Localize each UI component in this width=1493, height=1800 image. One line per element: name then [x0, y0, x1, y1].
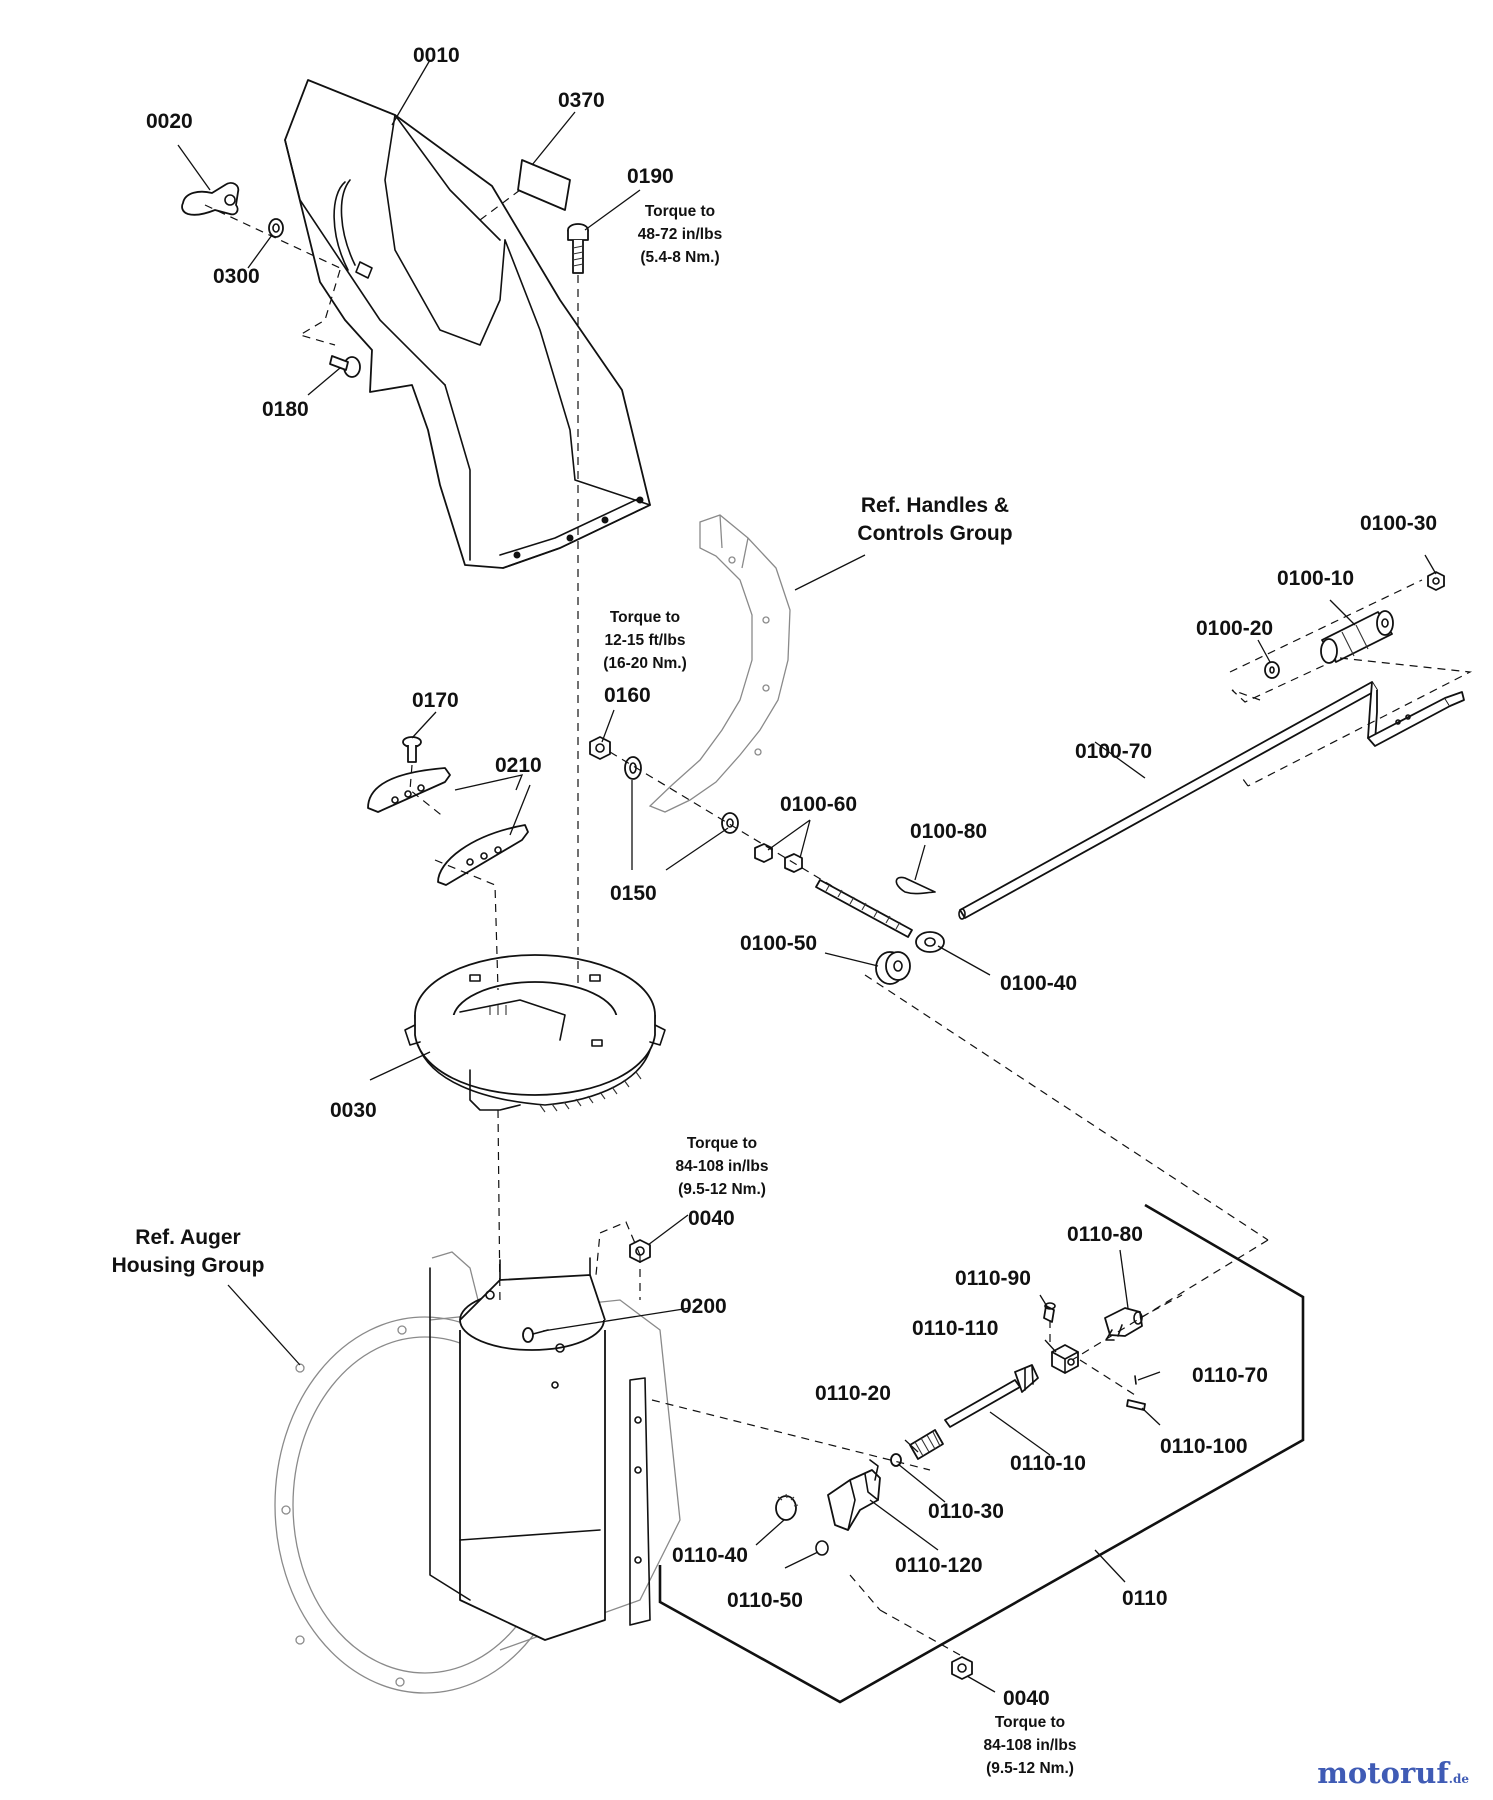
latch-bracket-0110-120 — [827, 1459, 881, 1531]
bolt-0180 — [329, 355, 361, 378]
bolt-0170 — [402, 736, 422, 763]
label-0040-upper: 0040 — [688, 1207, 735, 1230]
label-0100-60: 0100-60 — [780, 793, 857, 816]
label-0030: 0030 — [330, 1099, 377, 1122]
washer-0300 — [268, 218, 284, 238]
label-0110-50: 0110-50 — [727, 1589, 803, 1612]
spring-0110-20 — [909, 1429, 944, 1460]
label-0100-80: 0100-80 — [910, 820, 987, 843]
discharge-chute — [284, 79, 651, 569]
label-0100-40: 0100-40 — [1000, 972, 1077, 995]
nut-0160 — [589, 736, 611, 760]
svg-text:12-15 ft/lbs: 12-15 ft/lbs — [605, 632, 686, 649]
clevis-rod-0110-10 — [944, 1364, 1039, 1428]
torque-note-0160: Torque to 12-15 ft/lbs (16-20 Nm.) — [603, 609, 687, 672]
nut-0040-upper — [629, 1239, 651, 1263]
label-0020: 0020 — [146, 110, 193, 133]
bolt-0190 — [567, 223, 589, 274]
decal-0370 — [517, 159, 571, 211]
label-0010: 0010 — [413, 44, 460, 67]
torque-note-0040-upper: Torque to 84-108 in/lbs (9.5-12 Nm.) — [675, 1135, 768, 1198]
label-0110-90: 0110-90 — [955, 1267, 1031, 1290]
washer-nuts-0100-60 — [721, 812, 803, 873]
chute-support-housing — [429, 1257, 651, 1641]
washer-0110-30 — [890, 1453, 902, 1467]
label-0300: 0300 — [213, 265, 260, 288]
crank-rod-0100-70 — [958, 681, 1465, 920]
svg-text:Torque to: Torque to — [645, 203, 715, 220]
grip-0100-10 — [1320, 610, 1394, 664]
pin-0110-90 — [1043, 1302, 1056, 1323]
label-0040-lower: 0040 — [1003, 1687, 1050, 1710]
label-0200: 0200 — [680, 1295, 727, 1318]
group-bracket-0110 — [658, 1203, 1305, 1704]
svg-text:Housing Group: Housing Group — [112, 1254, 265, 1277]
leader-lines — [177, 59, 1437, 1693]
ring-0110-50 — [815, 1540, 829, 1556]
nut-0100-30 — [1427, 571, 1445, 591]
ref-handles-controls-group: Ref. Handles & Controls Group — [857, 494, 1012, 545]
svg-text:(9.5-12 Nm.): (9.5-12 Nm.) — [678, 1181, 766, 1198]
label-0210: 0210 — [495, 754, 542, 777]
svg-text:(9.5-12 Nm.): (9.5-12 Nm.) — [986, 1760, 1074, 1777]
svg-text:(16-20 Nm.): (16-20 Nm.) — [603, 655, 687, 672]
knob-0020 — [181, 182, 240, 216]
torque-note-0190: Torque to 48-72 in/lbs (5.4-8 Nm.) — [638, 203, 722, 266]
pivot-block-0110-110 — [1051, 1344, 1079, 1374]
label-0110-70: 0110-70 — [1192, 1364, 1268, 1387]
torque-note-0040-lower: Torque to 84-108 in/lbs (9.5-12 Nm.) — [983, 1714, 1076, 1777]
label-0110-10: 0110-10 — [1010, 1452, 1086, 1475]
svg-text:Torque to: Torque to — [610, 609, 680, 626]
assembly-lines — [204, 189, 1473, 1656]
washer-0150 — [624, 756, 642, 780]
handle-ghost — [648, 514, 791, 813]
label-0110-30: 0110-30 — [928, 1500, 1004, 1523]
svg-text:Torque to: Torque to — [687, 1135, 757, 1152]
svg-text:84-108 in/lbs: 84-108 in/lbs — [675, 1158, 768, 1175]
pin-0110-70 — [1134, 1375, 1137, 1385]
label-0150: 0150 — [610, 882, 657, 905]
svg-text:Torque to: Torque to — [995, 1714, 1065, 1731]
chute-rotator-ring-0030 — [404, 954, 666, 1113]
eyebolt-0100-40 — [815, 879, 945, 953]
part-labels: 0010 0020 0370 0190 0300 0180 0170 0210 … — [146, 44, 1437, 1710]
label-0110-100: 0110-100 — [1160, 1435, 1248, 1458]
bushing-0100-50 — [875, 951, 911, 985]
label-0100-10: 0100-10 — [1277, 567, 1354, 590]
label-0110-110: 0110-110 — [912, 1317, 998, 1340]
svg-text:Ref. Handles &: Ref. Handles & — [861, 494, 1009, 517]
gear-0110-40 — [775, 1493, 799, 1521]
ref-auger-housing-group: Ref. Auger Housing Group — [112, 1226, 265, 1277]
label-0170: 0170 — [412, 689, 459, 712]
label-0110-20: 0110-20 — [815, 1382, 891, 1405]
motoruf-watermark: motoruf.de — [1317, 1756, 1469, 1790]
label-0100-70: 0100-70 — [1075, 740, 1152, 763]
label-0180: 0180 — [262, 398, 309, 421]
washer-0100-20 — [1264, 661, 1280, 679]
svg-text:84-108 in/lbs: 84-108 in/lbs — [983, 1737, 1076, 1754]
svg-text:Controls Group: Controls Group — [857, 522, 1012, 545]
hairpin-0100-80 — [895, 876, 936, 895]
label-0110-40: 0110-40 — [672, 1544, 748, 1567]
label-0110-80: 0110-80 — [1067, 1223, 1143, 1246]
svg-text:(5.4-8 Nm.): (5.4-8 Nm.) — [640, 249, 719, 266]
nut-0040-lower — [951, 1656, 973, 1680]
label-0100-50: 0100-50 — [740, 932, 817, 955]
svg-text:Ref. Auger: Ref. Auger — [135, 1226, 240, 1249]
label-0110-120: 0110-120 — [895, 1554, 983, 1577]
clevis-0110-80 — [1104, 1307, 1143, 1341]
label-0190: 0190 — [627, 165, 674, 188]
label-0100-20: 0100-20 — [1196, 617, 1273, 640]
label-0370: 0370 — [558, 89, 605, 112]
label-0160: 0160 — [604, 684, 651, 707]
label-0110: 0110 — [1122, 1587, 1168, 1610]
label-0100-30: 0100-30 — [1360, 512, 1437, 535]
deflector-plates-0210 — [367, 767, 529, 886]
svg-text:48-72 in/lbs: 48-72 in/lbs — [638, 226, 722, 243]
